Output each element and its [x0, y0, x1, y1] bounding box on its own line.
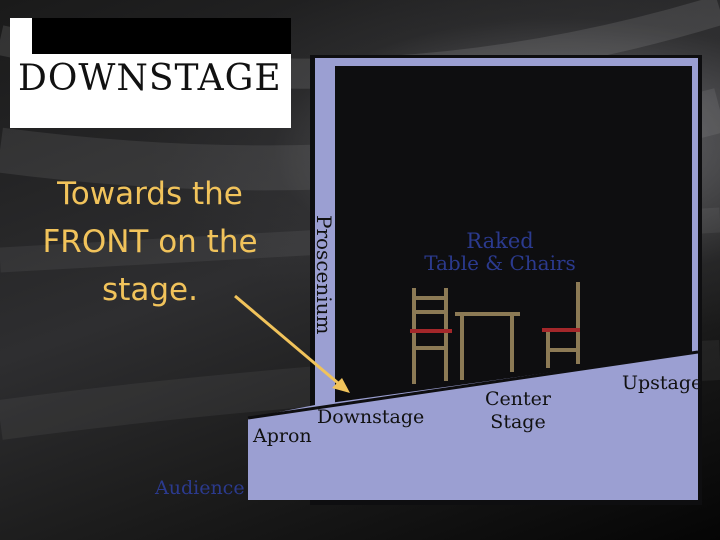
proscenium-label: Proscenium [312, 215, 336, 335]
pointer-arrow-head [332, 378, 350, 393]
left-chair [412, 288, 448, 384]
downstage-label: Downstage [317, 406, 424, 428]
definition-text: Towards the FRONT on the stage. [42, 176, 258, 308]
downstage-logo: DOWNSTAGE [10, 18, 291, 128]
proscenium-right [692, 58, 698, 358]
table-chairs-label: Table & Chairs [424, 251, 576, 275]
right-chair [546, 282, 580, 368]
table [455, 312, 520, 380]
proscenium-top [315, 58, 698, 66]
logo-text: DOWNSTAGE [18, 58, 282, 99]
upstage-label: Upstage [622, 372, 702, 394]
logo-corner-shape [32, 18, 291, 54]
raked-stage-floor [315, 352, 698, 500]
audience-label: Audience [154, 477, 245, 499]
raked-label: Raked [466, 229, 533, 253]
center-stage-label-line1: Center [485, 388, 552, 410]
apron-floor [248, 405, 315, 500]
pointer-arrow-line [234, 294, 339, 385]
apron-label: Apron [252, 425, 312, 447]
center-stage-label-line2: Stage [490, 411, 545, 433]
stage-edge-line [247, 350, 699, 420]
